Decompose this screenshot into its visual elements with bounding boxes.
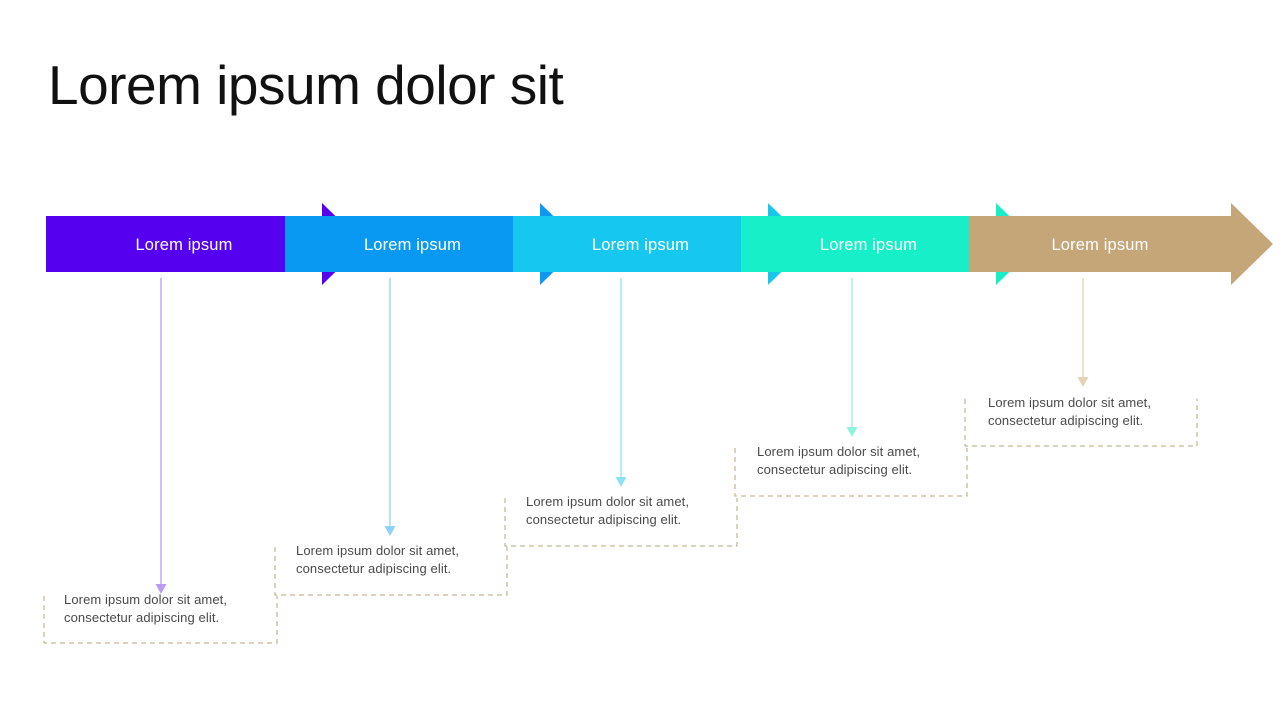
caption-line2-5: consectetur adipiscing elit. [988,413,1143,428]
chevron-label-4: Lorem ipsum [820,236,917,254]
chevron-step-3[interactable] [513,203,810,285]
connector-arrowhead-1 [155,584,167,594]
caption-line1-2: Lorem ipsum dolor sit amet, [296,543,459,558]
chevron-label-1: Lorem ipsum [135,236,232,254]
chevron-group: Lorem ipsum Lorem ipsum Lorem ipsum Lorem i… [46,203,1273,285]
caption-line1-3: Lorem ipsum dolor sit amet, [526,494,689,509]
caption-group: Lorem ipsum dolor sit amet, consectetur a… [64,395,1151,625]
connector-group [155,278,1089,594]
caption-line1-1: Lorem ipsum dolor sit amet, [64,592,227,607]
caption-line1-5: Lorem ipsum dolor sit amet, [988,395,1151,410]
step-outline-1 [43,596,278,644]
page-title: Lorem ipsum dolor sit [48,54,564,116]
connector-arrowhead-3 [615,477,627,487]
chevron-label-3: Lorem ipsum [592,236,689,254]
step-outline-group [43,399,1198,644]
caption-line2-1: consectetur adipiscing elit. [64,610,219,625]
chevron-label-2: Lorem ipsum [364,236,461,254]
connector-arrowhead-2 [384,526,396,536]
chevron-step-1[interactable] [46,203,364,285]
chevron-step-4[interactable] [741,203,1038,285]
chevron-label-5: Lorem ipsum [1051,236,1148,254]
step-outline-2 [274,547,508,596]
chevron-step-5[interactable] [969,203,1273,285]
connector-arrowhead-4 [846,427,858,437]
caption-line2-3: consectetur adipiscing elit. [526,512,681,527]
caption-line2-2: consectetur adipiscing elit. [296,561,451,576]
connector-arrowhead-5 [1077,377,1089,387]
chevron-step-2[interactable] [285,203,582,285]
caption-line1-4: Lorem ipsum dolor sit amet, [757,444,920,459]
step-outline-3 [504,498,738,547]
caption-line2-4: consectetur adipiscing elit. [757,462,912,477]
step-outline-4 [734,448,968,497]
step-outline-5 [964,399,1198,447]
